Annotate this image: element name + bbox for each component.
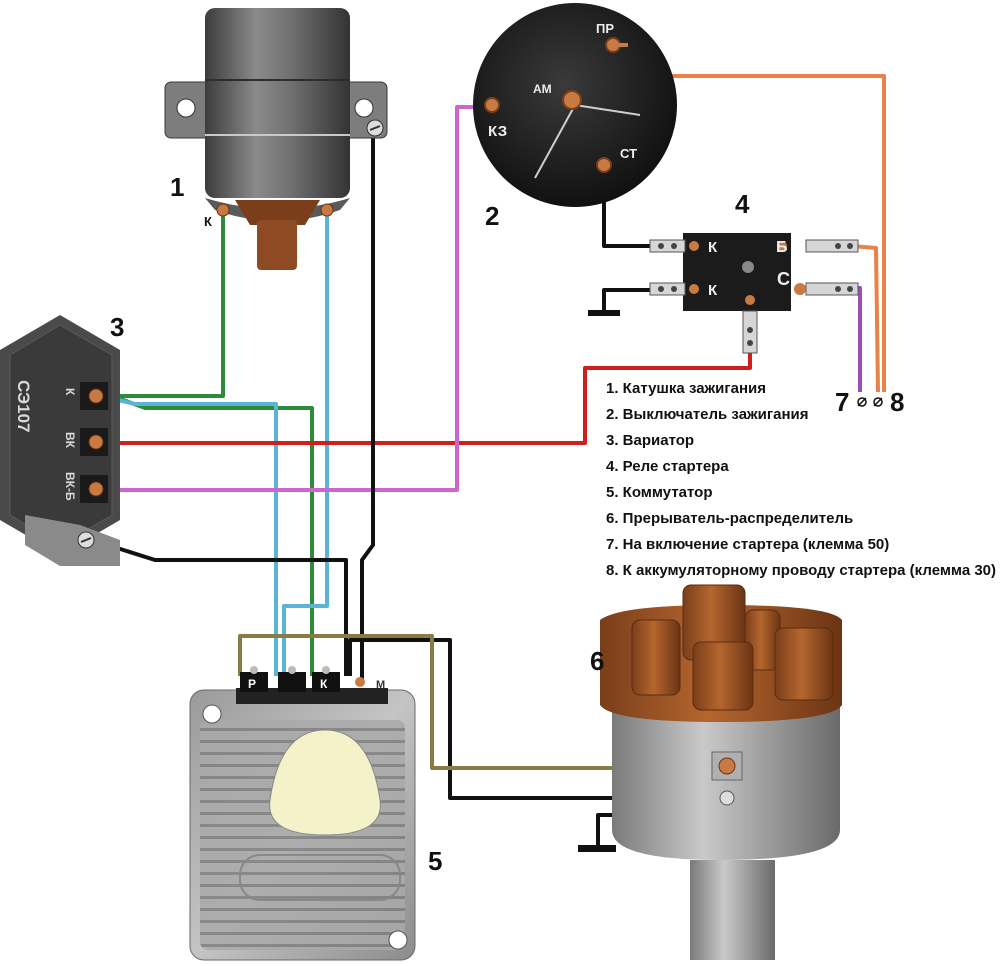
label-number-8: 8 [890, 387, 904, 417]
relay-label-b: Б [776, 239, 788, 256]
relay-label-s: С [777, 269, 790, 289]
switch-label-am: АМ [533, 82, 552, 96]
switch-label-st: СТ [620, 146, 637, 161]
commutator-label-m: М [376, 679, 385, 691]
variator: СЭ107 К ВК ВК-Б [0, 315, 120, 566]
wire-brown [238, 634, 724, 770]
legend-item: 7. На включение стартера (клемма 50) [606, 536, 889, 553]
wire-blue-regulator [117, 398, 278, 676]
wire-red [118, 340, 752, 445]
label-number-5: 5 [428, 846, 442, 876]
wire-black-relay-ground [602, 288, 652, 310]
ignition-switch: ПР АМ КЗ СТ [473, 3, 677, 207]
switch-label-pr: ПР [596, 21, 614, 36]
wire-black-coil [360, 138, 375, 680]
wire-violet-starter [840, 286, 862, 392]
legend-item: 4. Реле стартера [606, 458, 729, 475]
commutator-label-k: К [320, 677, 328, 691]
label-number-6: 6 [590, 646, 604, 676]
legend-item: 5. Коммутатор [606, 484, 712, 501]
commutator-label-r: Р [248, 677, 256, 691]
wire-blue-coil [282, 210, 329, 676]
label-number-2: 2 [485, 201, 499, 231]
variator-model: СЭ107 [14, 380, 33, 433]
variator-label-vk: ВК [63, 432, 77, 449]
ground-symbol-distributor [578, 845, 616, 852]
distributor [600, 584, 842, 960]
legend-item: 2. Выключатель зажигания [606, 406, 809, 423]
relay-label-k-bottom: К [708, 282, 718, 299]
wire-black-reg-dist [94, 539, 348, 676]
label-number-3: 3 [110, 312, 124, 342]
label-number-1: 1 [170, 172, 184, 202]
wire-green-coil-k [118, 210, 225, 398]
starter-relay: К К Б С [649, 233, 859, 354]
legend-item: 1. Катушка зажигания [606, 380, 766, 397]
variator-label-vkb: ВК-Б [63, 472, 77, 501]
ignition-coil: К [164, 8, 388, 270]
variator-label-k: К [63, 388, 77, 396]
commutator: Р К М [189, 666, 416, 961]
wires [94, 74, 886, 845]
terminals-7-8 [857, 397, 883, 407]
legend-item: 6. Прерыватель-распределитель [606, 510, 853, 527]
wire-black-dist [348, 638, 724, 800]
label-number-7: 7 [835, 387, 849, 417]
label-number-4: 4 [735, 189, 750, 219]
switch-label-kz: КЗ [488, 123, 507, 140]
relay-label-k-top: К [708, 239, 718, 256]
legend: 1. Катушка зажигания 2. Выключатель зажи… [606, 380, 996, 579]
legend-item: 8. К аккумуляторному проводу стартера (к… [606, 562, 996, 579]
legend-item: 3. Вариатор [606, 432, 694, 449]
ground-symbol-relay [588, 310, 620, 316]
coil-terminal-k-label: К [204, 214, 212, 229]
